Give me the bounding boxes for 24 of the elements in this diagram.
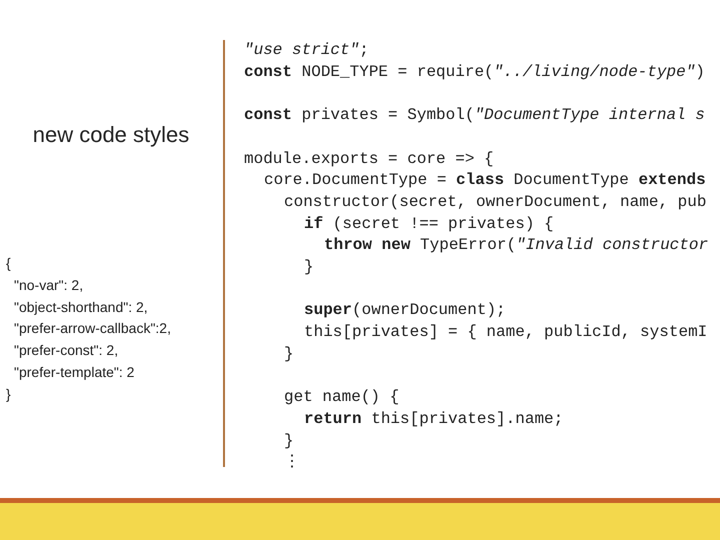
code-line: return this[privates].name; xyxy=(304,408,564,429)
code-line: const NODE_TYPE = require("../living/node-type") xyxy=(244,62,705,82)
code-line: this[privates] = { name, publicId, systemI xyxy=(304,322,708,342)
code-line: } xyxy=(284,430,294,451)
code-line: } xyxy=(304,257,314,277)
code-line: "use strict"; xyxy=(244,40,369,60)
code-line: } xyxy=(284,344,294,364)
code-line: const privates = Symbol("DocumentType internal s xyxy=(244,105,705,126)
config-line: "prefer-arrow-callback":2, xyxy=(14,319,171,338)
config-line: } xyxy=(6,384,11,403)
code-line: core.DocumentType = class DocumentType extends xyxy=(264,170,706,190)
code-line: super(ownerDocument); xyxy=(304,300,506,320)
code-line: constructor(secret, ownerDocument, name, pub xyxy=(284,192,706,212)
code-line: module.exports = core => { xyxy=(244,148,494,168)
config-line: "object-shorthand": 2, xyxy=(14,298,148,316)
slide-title: new code styles xyxy=(32,122,190,148)
config-line: "prefer-const": 2, xyxy=(14,341,118,360)
config-line: { xyxy=(6,254,11,272)
config-line: "prefer-template": 2 xyxy=(14,363,134,381)
code-line: if (secret !== privates) { xyxy=(304,214,554,234)
code-line: throw new TypeError("Invalid constructor xyxy=(324,235,708,256)
code-line: get name() { xyxy=(284,387,400,408)
config-line: "no-var": 2, xyxy=(14,276,84,294)
code-line: ⋮ xyxy=(284,452,300,472)
